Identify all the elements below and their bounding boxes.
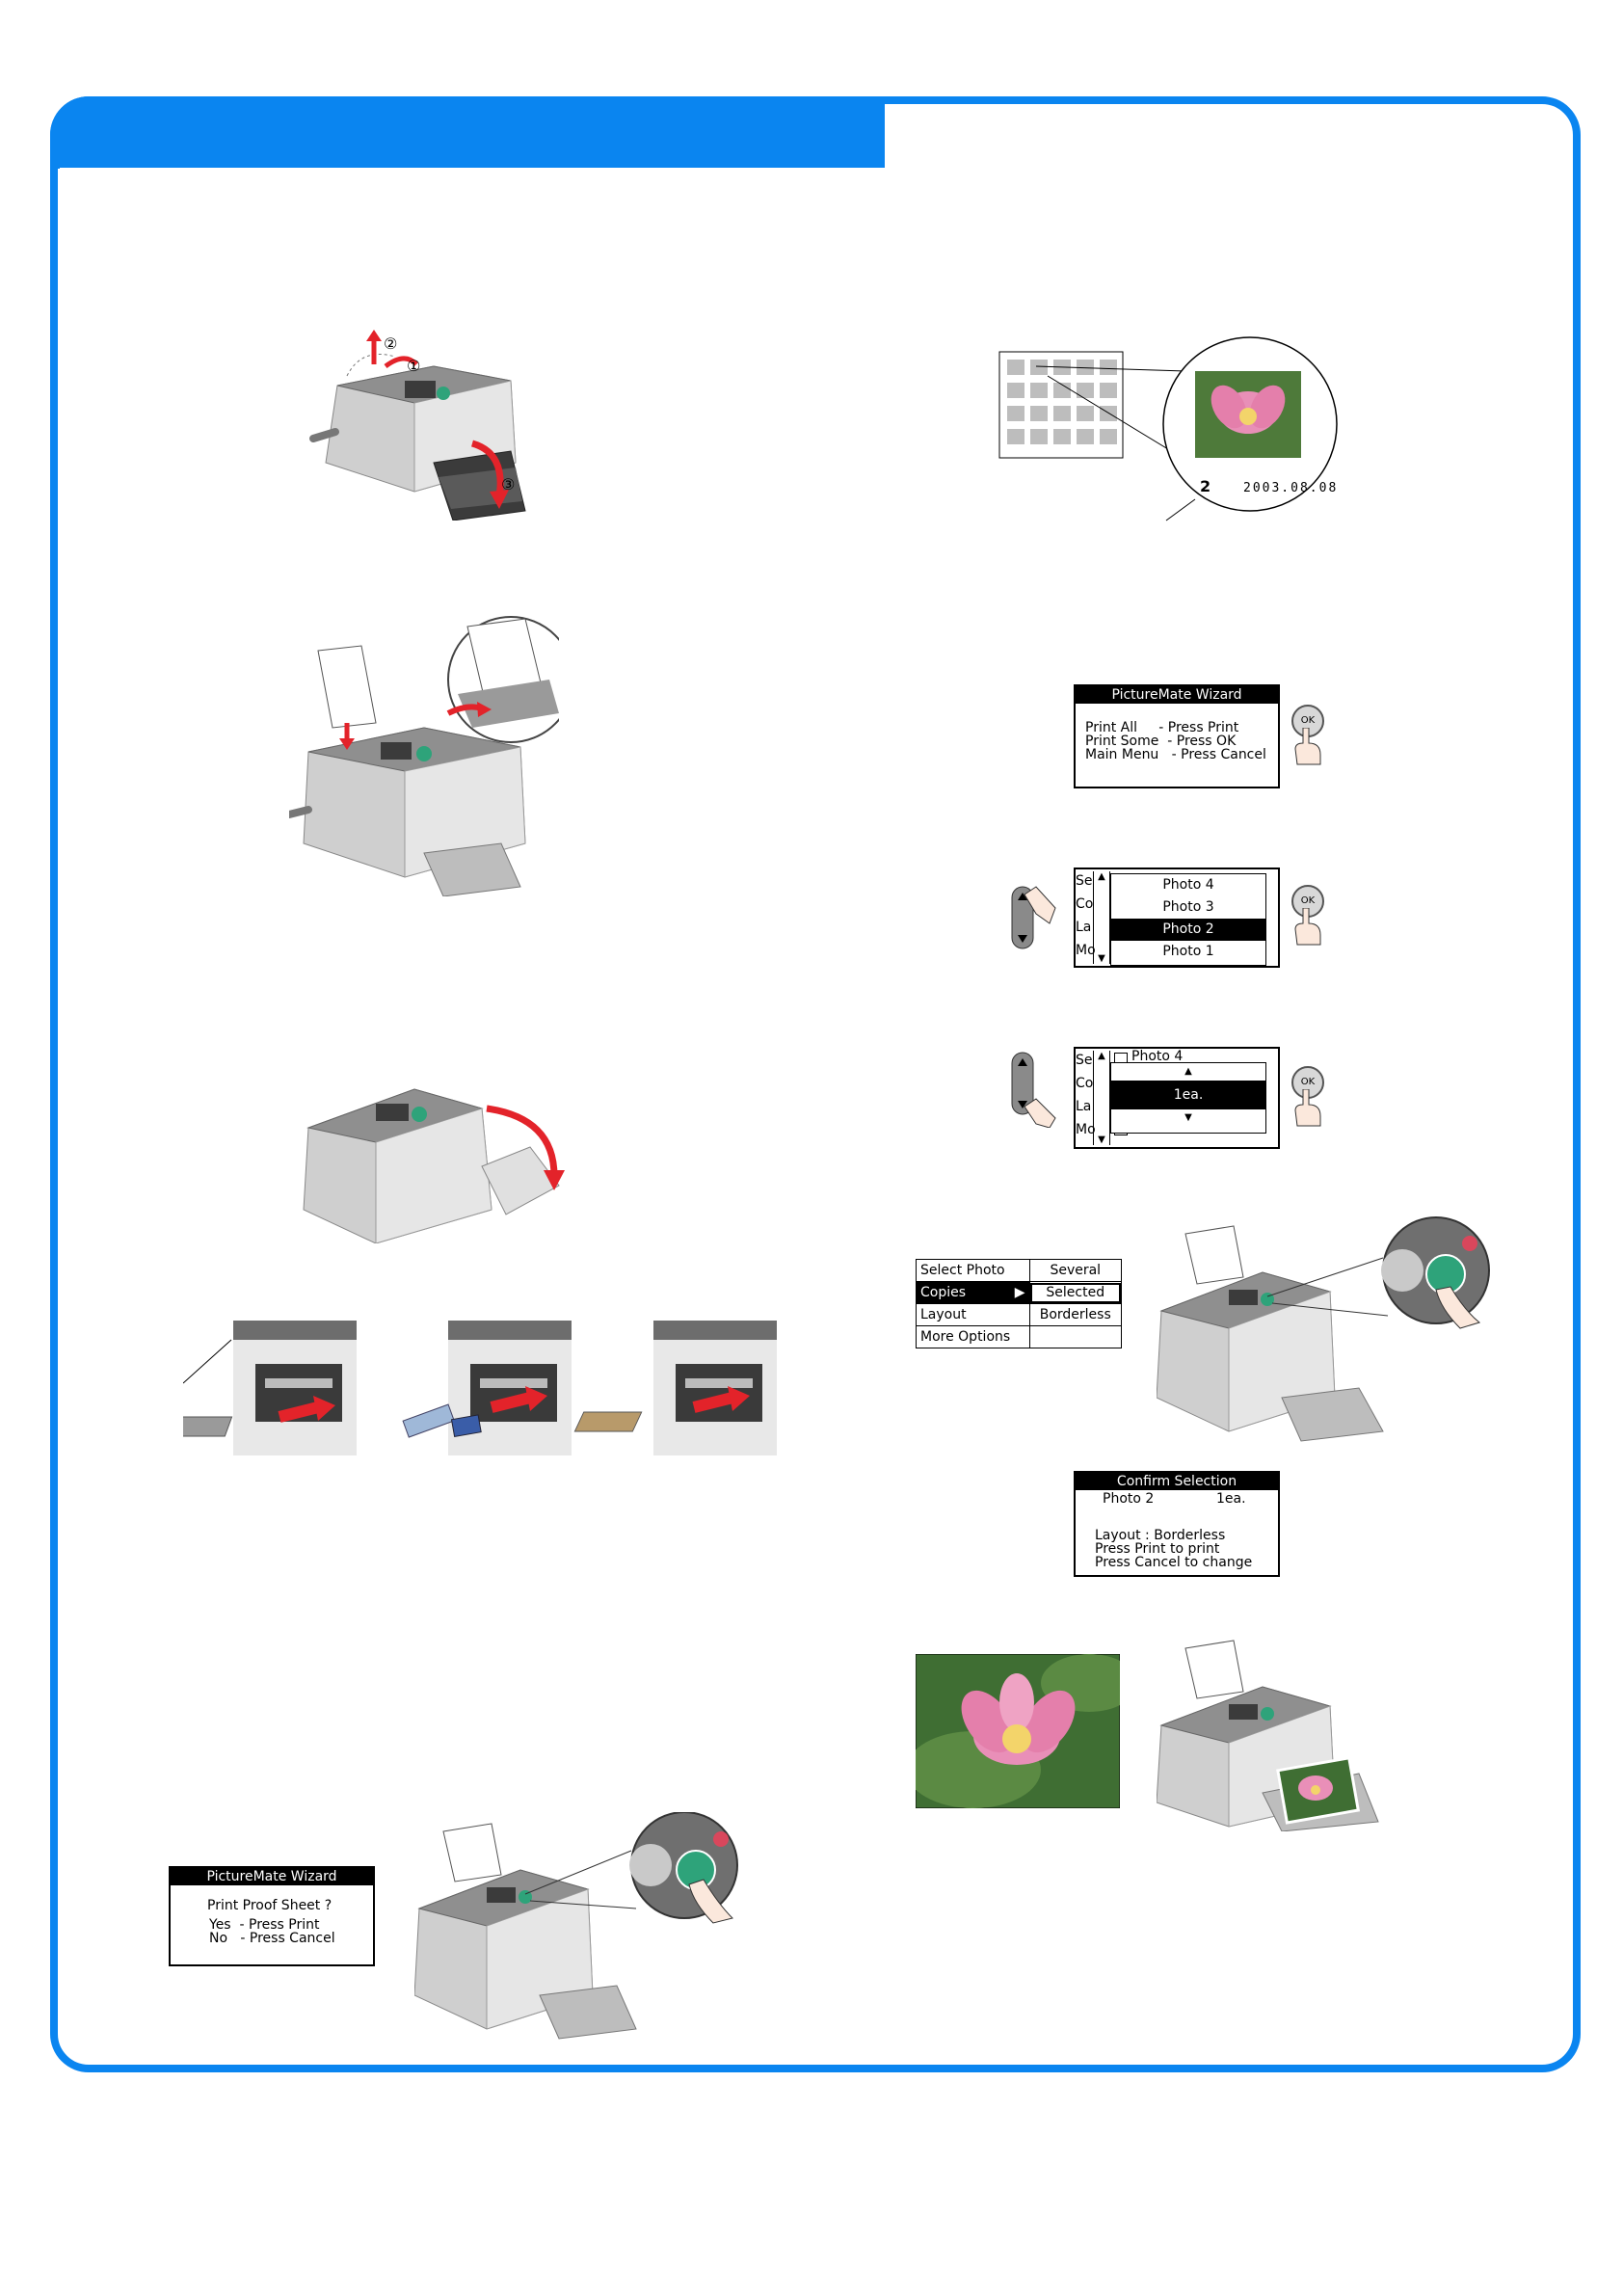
- arrow-right-icon: ▶: [1014, 1285, 1025, 1300]
- wizard-print-some-line: Print Some - Press OK: [1085, 734, 1237, 749]
- step-three-marker: ③: [501, 475, 515, 494]
- proof-sheet-question: Print Proof Sheet ?: [207, 1898, 333, 1913]
- proof-sheet-no-line: No - Press Cancel: [209, 1931, 335, 1946]
- main-menu-table: Select Photo Several Copies▶ Selected La…: [916, 1259, 1122, 1348]
- side-letter-co: Co: [1076, 896, 1094, 912]
- printer-output-illustration: [1157, 1640, 1379, 1831]
- menu-row-layout[interactable]: Layout Borderless: [916, 1303, 1122, 1326]
- menu-value: Several: [1028, 1259, 1122, 1282]
- step-one-marker: ①: [407, 357, 420, 375]
- wizard-print-all-line: Print All - Press Print: [1085, 720, 1239, 735]
- photo-list-item[interactable]: Photo 4: [1162, 877, 1214, 893]
- side-letter-la: La: [1076, 920, 1092, 935]
- side-letter-mo: Mo: [1076, 943, 1096, 958]
- photo-list-item[interactable]: Photo 3: [1162, 899, 1214, 915]
- scroll-down-icon: ▼: [1098, 1135, 1105, 1145]
- copies-spinner[interactable]: ▲ 1ea. ▼: [1110, 1062, 1266, 1134]
- confirm-lcd-title: Confirm Selection: [1076, 1473, 1278, 1490]
- printer-print-button-illustration: [414, 1812, 738, 2040]
- card-slot-b: [402, 1321, 572, 1455]
- scroll-down-icon: ▼: [1098, 953, 1105, 964]
- printer-open-illustration: ② ① ③: [309, 330, 526, 521]
- scroll-up-icon: ▲: [1098, 871, 1105, 882]
- menu-value: Selected: [1028, 1281, 1122, 1304]
- side-letter-mo: Mo: [1076, 1122, 1096, 1137]
- confirm-cancel-line: Press Cancel to change: [1095, 1555, 1253, 1570]
- menu-label: Layout: [916, 1303, 1030, 1326]
- proof-photo-date: 2003.08.08: [1243, 481, 1338, 495]
- printer-print-button-illustration: [1157, 1216, 1490, 1442]
- step-two-marker: ②: [384, 334, 397, 353]
- proof-sheet-lcd-title: PictureMate Wizard: [171, 1868, 373, 1885]
- side-letter-la: La: [1076, 1099, 1092, 1114]
- menu-row-copies[interactable]: Copies▶ Selected: [916, 1281, 1122, 1304]
- side-menu-letters: Se Co La Mo: [1076, 869, 1096, 966]
- copies-first-item: Photo 4: [1131, 1049, 1184, 1064]
- photo-list-item-selected[interactable]: Photo 2: [1111, 919, 1265, 941]
- card-slot-a: [183, 1321, 357, 1455]
- spinner-up-icon[interactable]: ▲: [1184, 1066, 1192, 1077]
- menu-label: More Options: [916, 1325, 1030, 1348]
- menu-label: Copies▶: [916, 1281, 1030, 1304]
- menu-row-more-options[interactable]: More Options: [916, 1325, 1122, 1348]
- photo-list-scrollbar[interactable]: ▲ ▼: [1093, 871, 1110, 964]
- proof-sheet-lcd: PictureMate Wizard Print Proof Sheet ? Y…: [169, 1866, 375, 1966]
- card-slot-c: [573, 1321, 777, 1455]
- photo-list-item[interactable]: Photo 1: [1162, 944, 1214, 959]
- wizard-lcd: PictureMate Wizard Print All - Press Pri…: [1074, 684, 1280, 788]
- lotus-photo: [916, 1654, 1120, 1808]
- confirm-print-line: Press Print to print: [1095, 1541, 1220, 1557]
- printer-tray-illustration: [303, 1088, 565, 1243]
- hand-pointer-icon: [1294, 1089, 1321, 1127]
- copies-value: 1ea.: [1111, 1081, 1265, 1109]
- wizard-main-menu-line: Main Menu - Press Cancel: [1085, 747, 1266, 762]
- hand-pointer-icon: [1294, 908, 1321, 946]
- confirm-copies: 1ea.: [1216, 1491, 1246, 1507]
- menu-value: Borderless: [1028, 1303, 1122, 1326]
- up-down-button-icon[interactable]: [1007, 1051, 1065, 1128]
- side-letter-se: Se: [1076, 873, 1093, 889]
- confirm-photo: Photo 2: [1103, 1491, 1155, 1507]
- menu-label: Select Photo: [916, 1259, 1030, 1282]
- proof-sheet-magnifier-illustration: 2 2003.08.08: [998, 336, 1338, 521]
- printer-load-paper-illustration: [289, 616, 559, 896]
- menu-value: [1028, 1325, 1122, 1348]
- header-tab: [50, 96, 885, 169]
- memory-card-slots-illustration: [183, 1321, 777, 1455]
- confirm-lcd: Confirm Selection Photo 2 1ea. Layout : …: [1074, 1471, 1280, 1577]
- photo-list-lcd: Se Co La Mo ▲ ▼ Photo 4 Photo 3 Photo 2 …: [1074, 868, 1280, 968]
- scroll-up-icon: ▲: [1098, 1051, 1105, 1061]
- confirm-layout-line: Layout : Borderless: [1095, 1528, 1226, 1543]
- proof-sheet-yes-line: Yes - Press Print: [209, 1917, 320, 1933]
- hand-pointer-icon: [1294, 728, 1321, 765]
- side-letter-co: Co: [1076, 1076, 1094, 1091]
- wizard-lcd-title: PictureMate Wizard: [1076, 686, 1278, 704]
- proof-photo-number: 2: [1200, 477, 1211, 495]
- spinner-down-icon[interactable]: ▼: [1184, 1112, 1192, 1123]
- copies-lcd: Se Co La Mo ▲ ▼ Photo 4 ▲ 1ea. ▼: [1074, 1047, 1280, 1149]
- up-down-button-icon[interactable]: [1007, 885, 1065, 952]
- side-letter-se: Se: [1076, 1053, 1093, 1068]
- menu-row-select-photo[interactable]: Select Photo Several: [916, 1259, 1122, 1282]
- ok-button-3[interactable]: OK: [1291, 1066, 1324, 1099]
